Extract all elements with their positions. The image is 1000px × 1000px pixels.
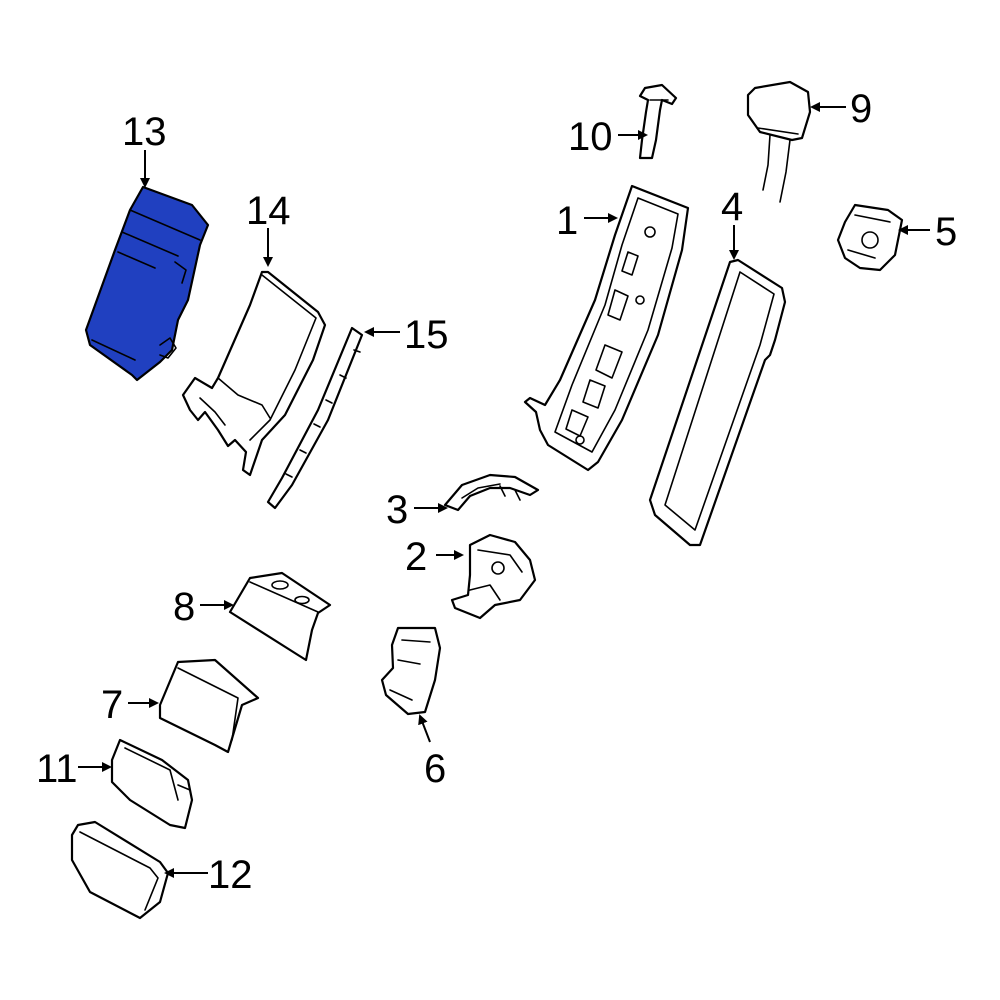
part-14-back-panel[interactable] (181, 270, 327, 477)
part-6-side-bracket[interactable] (380, 626, 442, 716)
callout-6: 6 (424, 747, 446, 791)
callout-arrows (78, 102, 930, 878)
callout-7: 7 (101, 683, 123, 727)
part-2-hinge-bracket[interactable] (450, 533, 537, 620)
callout-10: 10 (568, 115, 613, 159)
callout-3: 3 (386, 488, 408, 532)
part-12-pocket-trim[interactable] (70, 820, 170, 920)
part-11-bezel[interactable] (110, 738, 194, 830)
callout-4: 4 (721, 185, 743, 229)
part-7-side-trim[interactable] (158, 658, 260, 754)
callout-5: 5 (935, 210, 957, 254)
callout-8: 8 (173, 585, 195, 629)
callout-12: 12 (208, 853, 253, 897)
callout-9: 9 (850, 87, 872, 131)
part-4-side-panel[interactable] (648, 258, 787, 547)
part-5-latch[interactable] (836, 203, 904, 272)
part-9-headrest[interactable] (746, 80, 812, 203)
callout-2: 2 (405, 535, 427, 579)
callout-13: 13 (122, 110, 167, 154)
part-13-cushion[interactable] (84, 185, 210, 382)
part-10-headrest-guide[interactable] (638, 83, 678, 160)
callout-1: 1 (556, 199, 578, 243)
callout-14: 14 (246, 189, 291, 233)
part-1-seat-back-frame[interactable] (523, 184, 690, 472)
callout-labels: 13 14 15 1 4 9 5 10 3 2 6 8 7 11 12 (36, 87, 957, 897)
part-3-curved-cover[interactable] (443, 473, 540, 512)
callout-11: 11 (36, 747, 78, 791)
part-15-trim-strip[interactable] (266, 326, 364, 510)
part-8-trim-cover[interactable] (228, 571, 332, 662)
callout-15: 15 (404, 313, 449, 357)
